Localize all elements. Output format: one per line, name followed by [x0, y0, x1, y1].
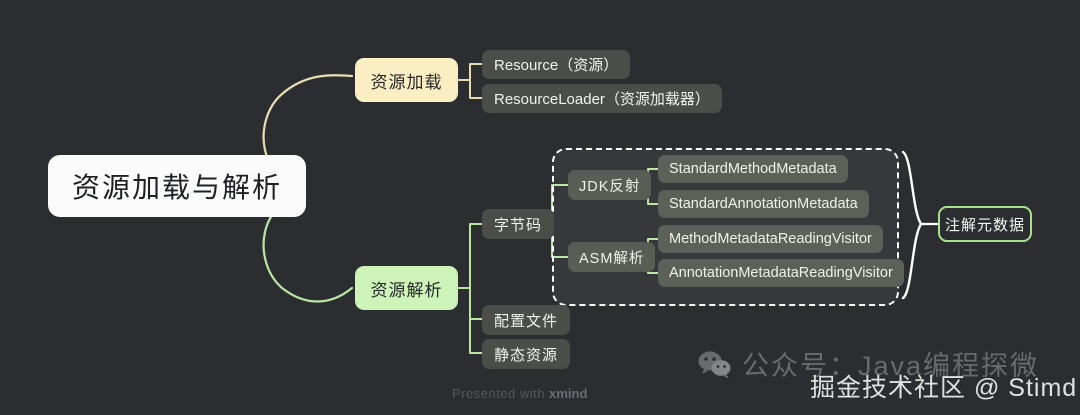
xmind-footer: Presented with xmind: [452, 386, 587, 401]
branch-node-resource-parsing[interactable]: 资源解析: [355, 266, 458, 310]
leaf-node-resource-loader[interactable]: ResourceLoader（资源加载器）: [482, 84, 722, 113]
watermark-juejin: 掘金技术社区 @ Stimd: [810, 374, 1078, 402]
leaf-node-standard-annotation-metadata[interactable]: StandardAnnotationMetadata: [658, 190, 869, 218]
summary-node-annotation-metadata[interactable]: 注解元数据: [938, 206, 1032, 242]
watermark-wechat-text: 公众号：Java编程探微: [742, 351, 1040, 381]
leaf-node-config-file[interactable]: 配置文件: [482, 305, 571, 335]
leaf-node-bytecode[interactable]: 字节码: [482, 209, 555, 239]
leaf-node-method-metadata-reading-visitor[interactable]: MethodMetadataReadingVisitor: [658, 225, 883, 253]
watermark-wechat: 公众号：Java编程探微: [698, 344, 1039, 383]
xmind-footer-prefix: Presented with: [452, 386, 550, 401]
leaf-node-annotation-metadata-reading-visitor[interactable]: AnnotationMetadataReadingVisitor: [658, 259, 904, 287]
leaf-node-standard-method-metadata[interactable]: StandardMethodMetadata: [658, 155, 848, 183]
leaf-node-static-resource[interactable]: 静态资源: [482, 339, 571, 369]
branch-node-resource-loading[interactable]: 资源加载: [355, 58, 458, 102]
xmind-brand: xmind: [549, 386, 588, 401]
leaf-node-asm-parsing[interactable]: ASM解析: [568, 242, 656, 272]
leaf-node-jdk-reflection[interactable]: JDK反射: [568, 170, 652, 200]
root-node[interactable]: 资源加载与解析: [48, 155, 306, 217]
wechat-icon: [698, 351, 731, 378]
leaf-node-resource[interactable]: Resource（资源）: [482, 50, 631, 79]
